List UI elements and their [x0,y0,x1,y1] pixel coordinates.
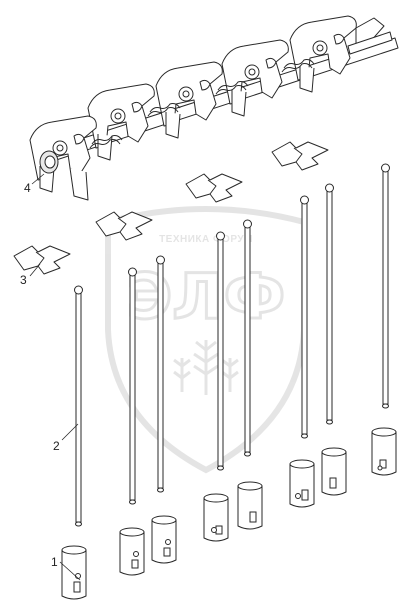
bracket-clip [95,211,153,241]
callout-line-1 [59,561,81,581]
bracket-clip [185,173,243,203]
push-rod [74,285,83,527]
tappet [321,447,347,496]
push-rod [156,255,165,493]
push-rod [243,219,252,457]
watermark-shield [105,206,307,474]
watermark-big-text: ЭЛФ [127,260,285,333]
tappet [203,493,229,542]
callout-label-3: 3 [20,273,27,287]
watermark-top-text: ТЕХНИКА ФОРУМ [159,234,253,245]
rocker-unit [221,39,315,117]
push-rod [381,163,390,409]
callout-label-4: 4 [24,181,31,195]
rocker-unit [87,83,181,161]
tappet [151,515,177,564]
callout-line-4 [31,173,45,185]
push-rod [216,231,225,471]
callout-label-2: 2 [53,439,60,453]
bracket-clip [271,141,329,171]
bracket-clip [13,245,71,275]
watermark: ТЕХНИКА ФОРУМ ЭЛФ [105,206,307,474]
tappet [61,545,87,600]
callout-line-2 [61,423,79,441]
push-rod [325,183,334,425]
push-rods [74,163,390,527]
rocker-shaft-assembly [29,15,399,201]
wheat-emblem-icon [173,340,239,395]
tappet [119,527,145,576]
rocker-unit [155,61,249,139]
bracket-clips [13,141,329,275]
callout-line-3 [29,263,41,277]
tappet [237,481,263,530]
push-rod [128,267,137,505]
tappet [371,427,397,476]
callouts [29,173,81,581]
tappets [61,427,397,600]
push-rod [300,195,309,439]
callout-label-1: 1 [51,555,58,569]
tappet [289,459,315,508]
